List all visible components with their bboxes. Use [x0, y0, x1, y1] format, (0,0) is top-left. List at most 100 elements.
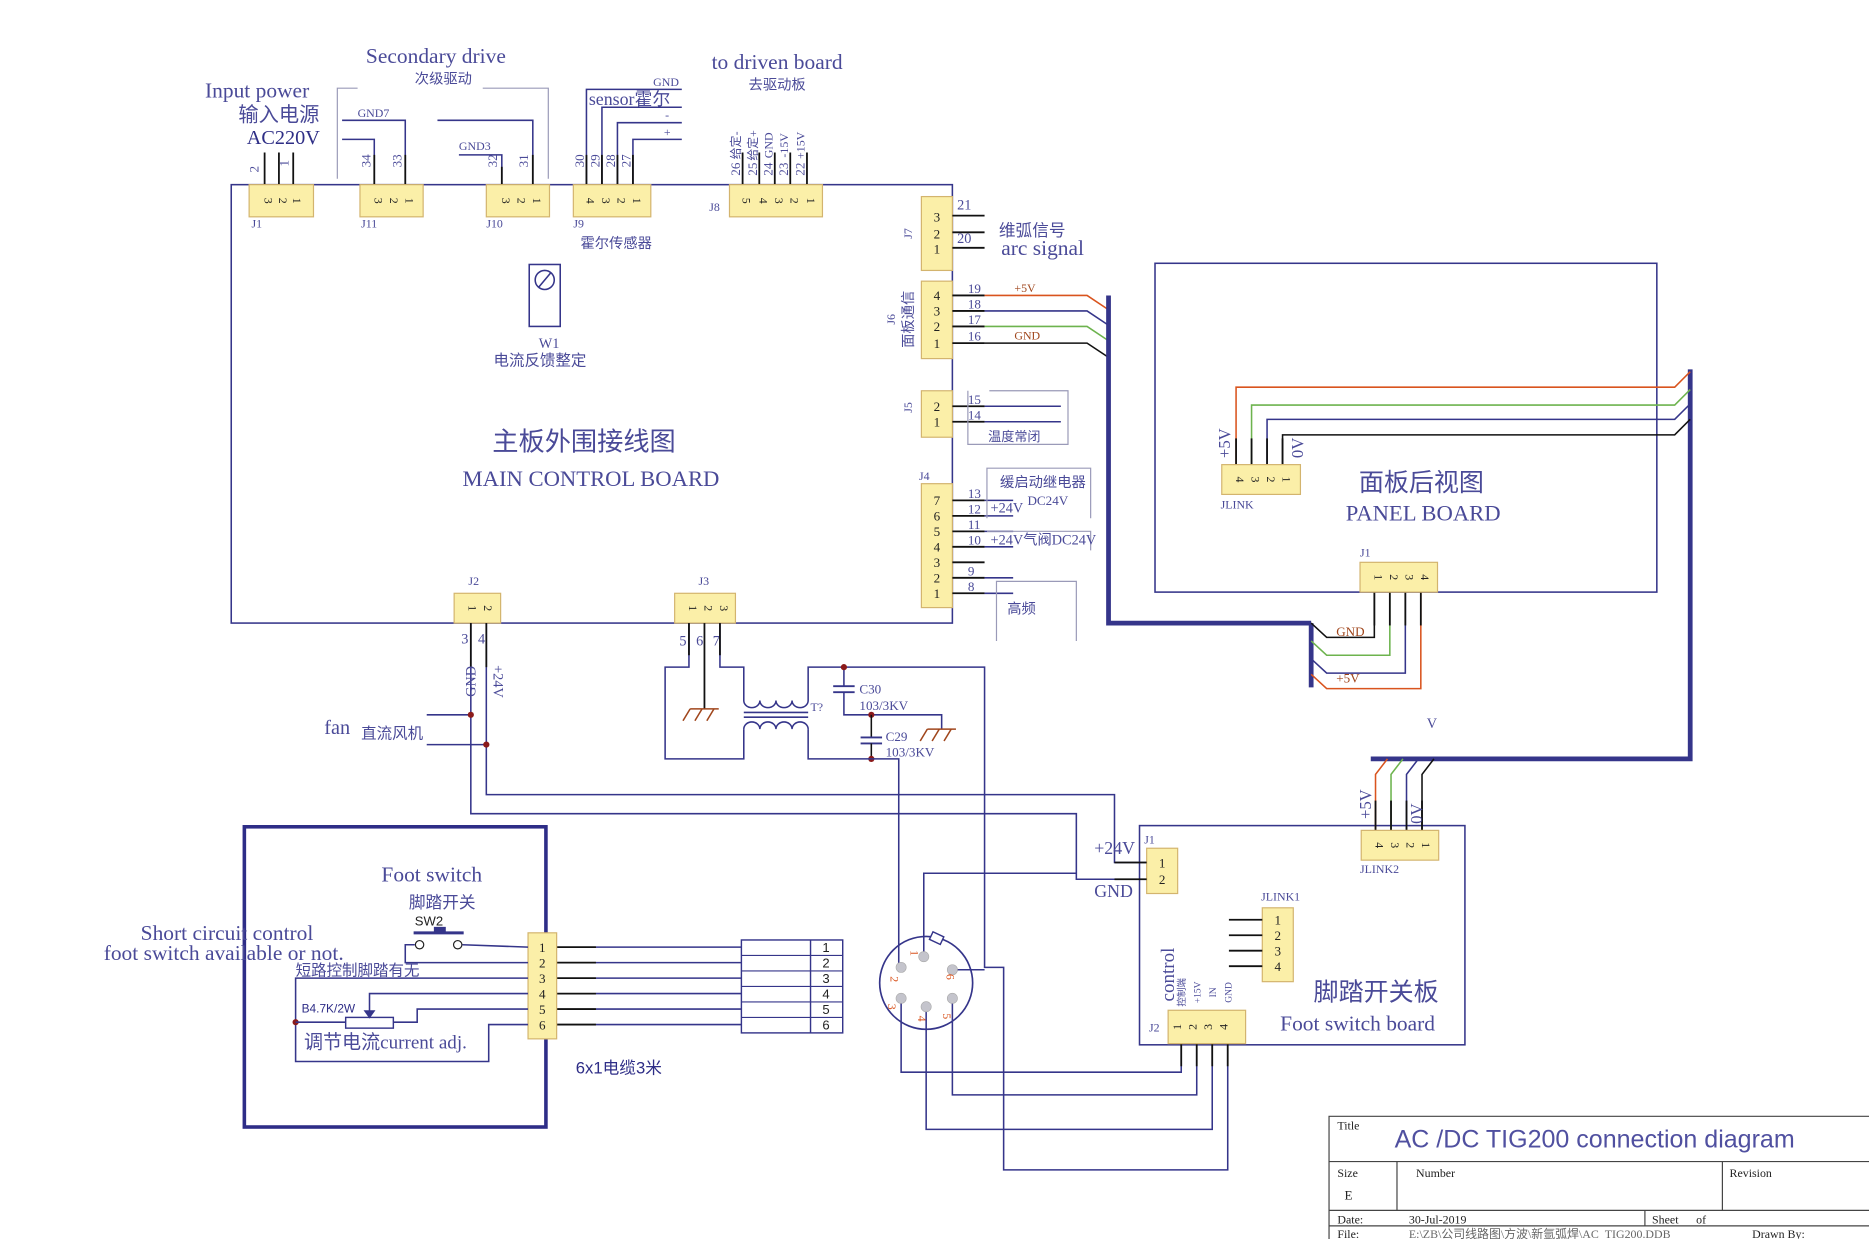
wire-number: 20 [957, 231, 971, 247]
potentiometer-icon [538, 272, 552, 288]
pin-number: 2 [701, 605, 715, 611]
cable-pin-number: 1 [822, 940, 829, 955]
potentiometer-w1 [528, 263, 561, 328]
pin-number: 3 [262, 198, 276, 204]
wire-number: 6 [696, 634, 703, 650]
wire-number: 16 [968, 329, 982, 344]
pin-number: 2 [787, 198, 801, 204]
plug-pin [946, 992, 958, 1004]
pin-number: 3 [371, 198, 385, 204]
pin-number: 4 [1275, 959, 1282, 974]
secondary-drive-label: Secondary drive [366, 44, 506, 68]
connector-label: JLINK [1221, 498, 1254, 512]
pin-number: 3 [1249, 477, 1263, 483]
pin-number: 4 [934, 540, 941, 555]
plug-pin [895, 961, 907, 973]
title-label: Title [1337, 1118, 1359, 1132]
ground-icon [682, 708, 691, 722]
wire [1390, 758, 1404, 831]
pin-number: 3 [599, 198, 613, 204]
wire-number: 22 [793, 163, 808, 176]
plug-pin [946, 964, 958, 976]
wire-number: 21 [957, 198, 971, 214]
wire-number: 5 [679, 634, 686, 650]
resistor-icon [344, 1016, 395, 1029]
drawing-title: AC /DC TIG200 connection diagram [1395, 1125, 1795, 1153]
signal-label: +15V [794, 131, 808, 159]
ground-icon [943, 728, 952, 742]
connector-j8 [728, 184, 824, 218]
size-label: Size [1337, 1166, 1358, 1180]
pin-number: 2 [934, 226, 941, 241]
pin-number: 4 [934, 288, 941, 303]
title-block [1328, 1115, 1869, 1239]
connector-jlink2 [1360, 829, 1440, 861]
signal-label: +15V [1193, 981, 1203, 1003]
pin-number: 2 [276, 198, 290, 204]
pin-number: 3 [934, 304, 941, 319]
connector-jlink [1221, 464, 1302, 496]
gnd-label: GND [1094, 881, 1133, 901]
plug-pin-number: 5 [940, 1013, 954, 1019]
wire [925, 1006, 1214, 1131]
plus5v-label: +5V [1215, 428, 1234, 458]
pin-number: 4 [1373, 842, 1387, 848]
gas-valve-label: +24V气阀DC24V [991, 531, 1097, 548]
pin-number: 4 [583, 198, 597, 204]
connector-label: J8 [709, 200, 720, 214]
signal-label: 给定- [729, 131, 743, 159]
pin-number: 1 [934, 586, 941, 601]
gnd-label: GND [464, 666, 480, 697]
pot-desc: 电流反馈整定 [493, 352, 586, 370]
wire [585, 88, 682, 185]
wire [404, 943, 529, 964]
zero-v-label: 0V [1288, 438, 1307, 458]
connector-j4 [920, 483, 953, 609]
wire-number: 18 [968, 297, 982, 312]
cable-pin-number: 6 [822, 1017, 829, 1032]
wiper-arrow-icon [363, 1010, 376, 1019]
signal-label: IN [1209, 987, 1219, 997]
bracket [336, 87, 358, 179]
revision-label: Revision [1730, 1166, 1772, 1180]
zero-v-label: 0V [1407, 803, 1426, 823]
wire [984, 325, 1109, 342]
panel-comm-label: 面板通信 [900, 291, 917, 348]
fan-label: fan [324, 717, 350, 739]
pin-number: 2 [1264, 477, 1278, 483]
pin-number: 1 [530, 198, 544, 204]
connector-fsb-j2 [1167, 1009, 1247, 1045]
connector-j10 [485, 184, 551, 218]
plug-pin-number: 2 [887, 976, 901, 982]
connector-label: J11 [361, 217, 377, 231]
input-voltage: AC220V [247, 127, 321, 149]
c29-label: C29 [886, 729, 908, 744]
driven-board-label-cn: 去驱动板 [749, 76, 806, 93]
connector-j3 [674, 592, 737, 624]
wire-number: 12 [968, 501, 981, 516]
junction-dot [483, 741, 490, 748]
connector-j9 [572, 184, 652, 218]
wire [807, 666, 1229, 1171]
c30-label: C30 [859, 681, 881, 696]
short-circuit-label: Short circuit control [141, 921, 314, 945]
plus24v-label: +24V [991, 500, 1024, 516]
driven-board-label: to driven board [712, 50, 843, 74]
plus24v-label: +24V [1094, 838, 1135, 858]
wire [1235, 371, 1691, 465]
foot-switch-board [1138, 824, 1466, 1046]
relay-voltage: DC24V [1027, 493, 1068, 508]
temperature-label: 温度常闭 [988, 429, 1040, 444]
connector-j6 [920, 280, 953, 360]
pin-number: 2 [387, 198, 401, 204]
wire [719, 623, 745, 701]
pin-number: 1 [1419, 842, 1433, 848]
main-board-title-en: MAIN CONTROL BOARD [462, 466, 719, 491]
pin-number: 1 [934, 336, 941, 351]
transformer-label: T? [811, 700, 824, 714]
pin-number: 4 [1418, 574, 1432, 580]
wire-number: 24 [760, 162, 775, 176]
pin-number: 2 [1186, 1024, 1200, 1030]
wire-number: 26 [728, 162, 743, 176]
short-circuit-label-cn: 短路控制脚踏有无 [296, 962, 420, 980]
